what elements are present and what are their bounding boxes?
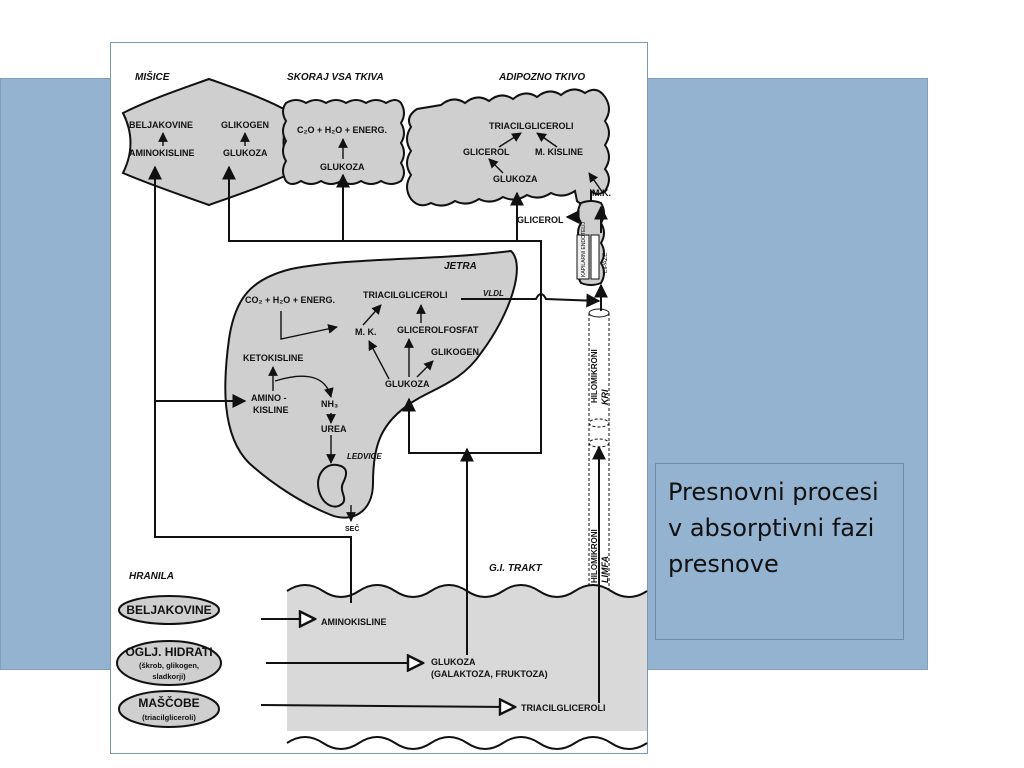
- kidney-organ: LEDVICE SEČ: [317, 452, 382, 533]
- liver-shape: [224, 249, 518, 519]
- pathways: [148, 165, 608, 703]
- liver-nh3: NH₃: [321, 399, 338, 409]
- adipose-organ: ADIPOZNO TKIVO TRIACILGLICEROLI GLICEROL…: [406, 72, 611, 286]
- muscles-amino: AMINOKISLINE: [129, 148, 195, 158]
- nutrient-protein: BELJAKOVINE: [126, 603, 211, 617]
- nutrient-carb-3: sladkorji): [152, 672, 186, 681]
- lymph-column: HILOMIKRONI KRI HILOMIKRONI LIMFA: [588, 308, 610, 683]
- muscles-glycogen: GLIKOGEN: [221, 120, 269, 130]
- kidney-shape: [317, 463, 348, 508]
- lipase-label: LIPAZE: [603, 253, 609, 273]
- muscles-title: MIŠICE: [135, 70, 170, 83]
- liver-tg: TRIACILGLICEROLI: [363, 290, 448, 300]
- muscles-organ: MIŠICE BELJAKOVINE GLIKOGEN AMINOKISLINE…: [121, 70, 293, 207]
- liver-amino-2: KISLINE: [253, 405, 289, 415]
- liver-mk: M. K.: [355, 327, 377, 337]
- gi-glucose: GLUKOZA: [431, 657, 476, 667]
- nutrient-fat-1: MAŠČOBE: [138, 695, 199, 710]
- chylomicrons-lower: HILOMIKRONI: [590, 529, 599, 583]
- adipose-glucose: GLUKOZA: [493, 174, 538, 184]
- muscles-shape: [121, 77, 293, 207]
- liver-reaction: CO₂ + H₂O + ENERG.: [245, 295, 335, 305]
- muscles-glucose: GLUKOZA: [223, 148, 268, 158]
- lipase-box: [590, 234, 600, 280]
- liver-vldl: VLDL: [483, 289, 504, 298]
- metabolism-diagram: MIŠICE BELJAKOVINE GLIKOGEN AMINOKISLINE…: [110, 42, 648, 754]
- liver-title: JETRA: [444, 261, 477, 272]
- nutrient-fat-2: (triacilgliceroli): [142, 713, 196, 722]
- gi-tract: G.I. TRAKT AMINOKISLINE GLUKOZA (GALAKTO…: [286, 563, 648, 750]
- adipose-title: ADIPOZNO TKIVO: [498, 72, 585, 83]
- liver-ketoacids: KETOKISLINE: [243, 353, 303, 363]
- gi-amino: AMINOKISLINE: [321, 617, 387, 627]
- liver-urea: UREA: [321, 424, 347, 434]
- gi-title: G.I. TRAKT: [489, 563, 543, 574]
- nutrient-carb-1: OGLJ. HIDRATI: [125, 645, 212, 659]
- adipose-glycerol-out: GLICEROL: [517, 215, 564, 225]
- tissues-reaction: C₂O + H₂O + ENERG.: [297, 125, 387, 135]
- lymph-upper: KRI: [600, 389, 610, 405]
- nutrient-carb-2: (škrob, glikogen,: [139, 661, 199, 670]
- gi-glucose-sub: (GALAKTOZA, FRUKTOZA): [431, 669, 548, 679]
- gi-tract-shape: [287, 585, 647, 731]
- gi-tg: TRIACILGLICEROLI: [521, 703, 606, 713]
- adipose-tg: TRIACILGLICEROLI: [489, 121, 574, 131]
- muscles-protein: BELJAKOVINE: [129, 120, 193, 130]
- capillary-endothelium: [576, 234, 590, 280]
- capillary-label: KAPILARNI ENDOTELIJ: [581, 221, 587, 277]
- adipose-fa: M. KISLINE: [535, 147, 583, 157]
- liver-glycerolphosphate: GLICEROLFOSFAT: [397, 325, 479, 335]
- liver-amino-1: AMINO -: [251, 393, 287, 403]
- kidney-title: LEDVICE: [347, 452, 382, 461]
- tissues-title: SKORAJ VSA TKIVA: [287, 72, 384, 83]
- adipose-mk: M.K.: [592, 188, 611, 198]
- tissues-glucose: GLUKOZA: [320, 162, 365, 172]
- liver-organ: JETRA CO₂ + H₂O + ENERG. TRIACILGLICEROL…: [224, 249, 518, 519]
- nutrients-title: HRANILA: [129, 571, 174, 582]
- lymph-lower: LIMFA: [600, 556, 610, 583]
- nutrients: HRANILA BELJAKOVINE OGLJ. HIDRATI (škrob…: [116, 571, 515, 728]
- liver-glycogen: GLIKOGEN: [431, 347, 479, 357]
- liver-glucose: GLUKOZA: [385, 379, 430, 389]
- tissues-organ: SKORAJ VSA TKIVA C₂O + H₂O + ENERG. GLUK…: [282, 72, 405, 185]
- chylomicrons-upper: HILOMIKRONI: [590, 349, 599, 403]
- adipose-glycerol: GLICEROL: [463, 147, 510, 157]
- caption: Presnovni procesi v absorptivni fazi pre…: [655, 463, 904, 640]
- kidney-urine: SEČ: [345, 524, 359, 533]
